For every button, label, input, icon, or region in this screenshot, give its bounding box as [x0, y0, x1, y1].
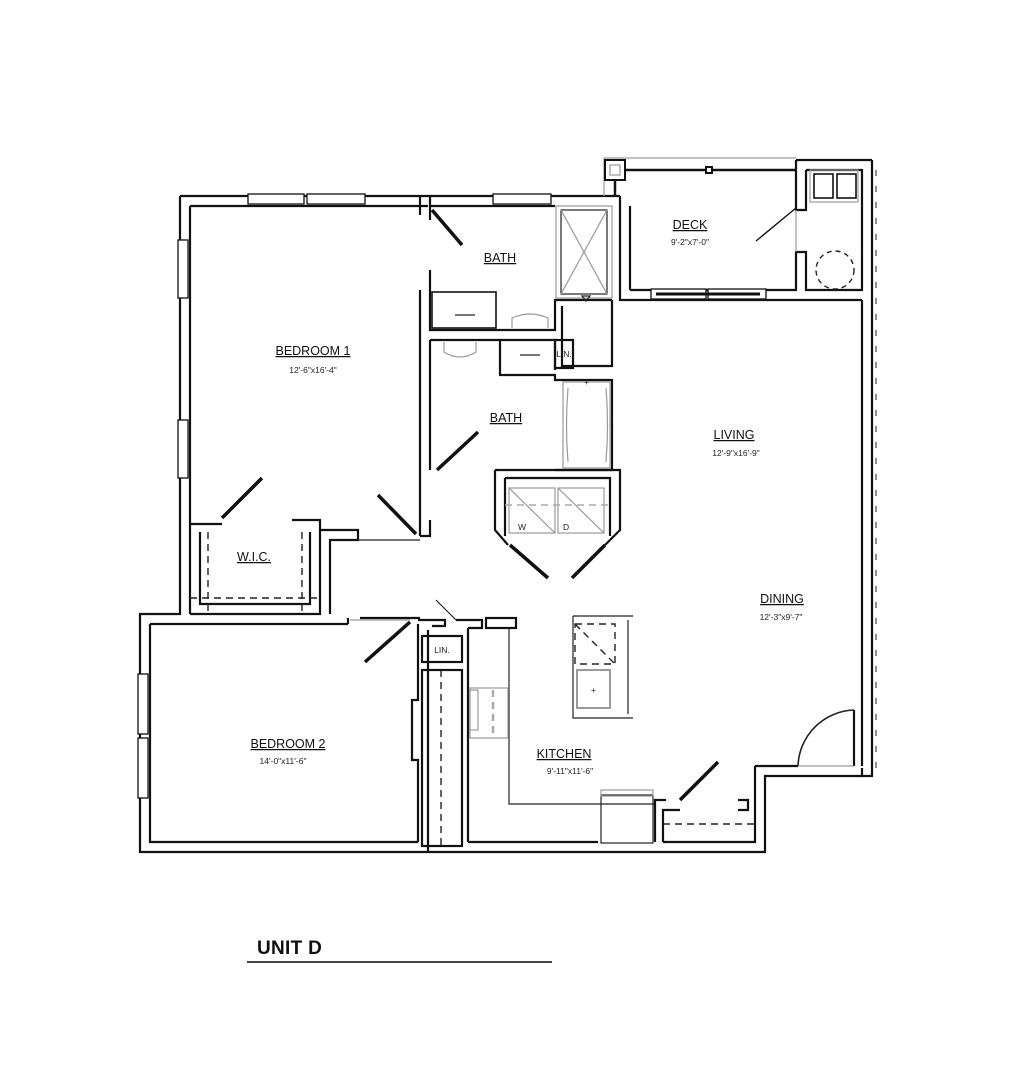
deck-area	[604, 159, 859, 290]
svg-text:+: +	[591, 685, 596, 695]
window	[137, 673, 149, 735]
exterior-walls	[138, 157, 877, 854]
kitchen-label: KITCHEN	[537, 747, 592, 761]
living-dim: 12'-9"x16'-9"	[712, 448, 760, 458]
kitchen-dim: 9'-11"x11'-6"	[547, 766, 593, 776]
window	[306, 193, 366, 205]
room-labels: BEDROOM 1 12'-6"x16'-4" BATH DECK 9'-2"x…	[237, 218, 804, 776]
window	[492, 193, 552, 205]
bedroom2-label: BEDROOM 2	[250, 737, 325, 751]
washer-label: W	[518, 522, 526, 532]
unit-title: UNIT D	[257, 938, 323, 959]
dining-label: DINING	[760, 592, 804, 606]
living-label: LIVING	[714, 428, 755, 442]
dryer-label: D	[563, 522, 569, 532]
title-underline	[247, 961, 552, 963]
windows	[137, 193, 767, 799]
bath1-fixtures	[430, 205, 613, 329]
window	[177, 419, 189, 479]
window	[177, 239, 189, 299]
bedroom2-dim: 14'-0"x11'-6"	[260, 756, 307, 766]
bedroom1-dim: 12'-6"x16'-4"	[289, 365, 337, 375]
window	[137, 737, 149, 799]
svg-text:+: +	[584, 377, 589, 387]
linen-closet-1-label: LIN.	[556, 349, 572, 359]
dining-dim: 12'-3"x9'-7"	[760, 612, 803, 622]
deck-label: DECK	[673, 218, 708, 232]
interior-walls: +	[190, 196, 755, 852]
deck-dim: 9'-2"x7'-0"	[671, 237, 709, 247]
bath2-label: BATH	[490, 411, 522, 425]
bath2-fixtures: +	[435, 342, 611, 472]
bath1-label: BATH	[484, 251, 516, 265]
wic-label: W.I.C.	[237, 550, 271, 564]
doors	[220, 476, 856, 767]
linen-closet-2-label: LIN.	[434, 645, 450, 655]
wic-shelving	[190, 532, 320, 614]
window	[247, 193, 305, 205]
bedroom1-label: BEDROOM 1	[275, 344, 350, 358]
laundry	[505, 487, 610, 580]
